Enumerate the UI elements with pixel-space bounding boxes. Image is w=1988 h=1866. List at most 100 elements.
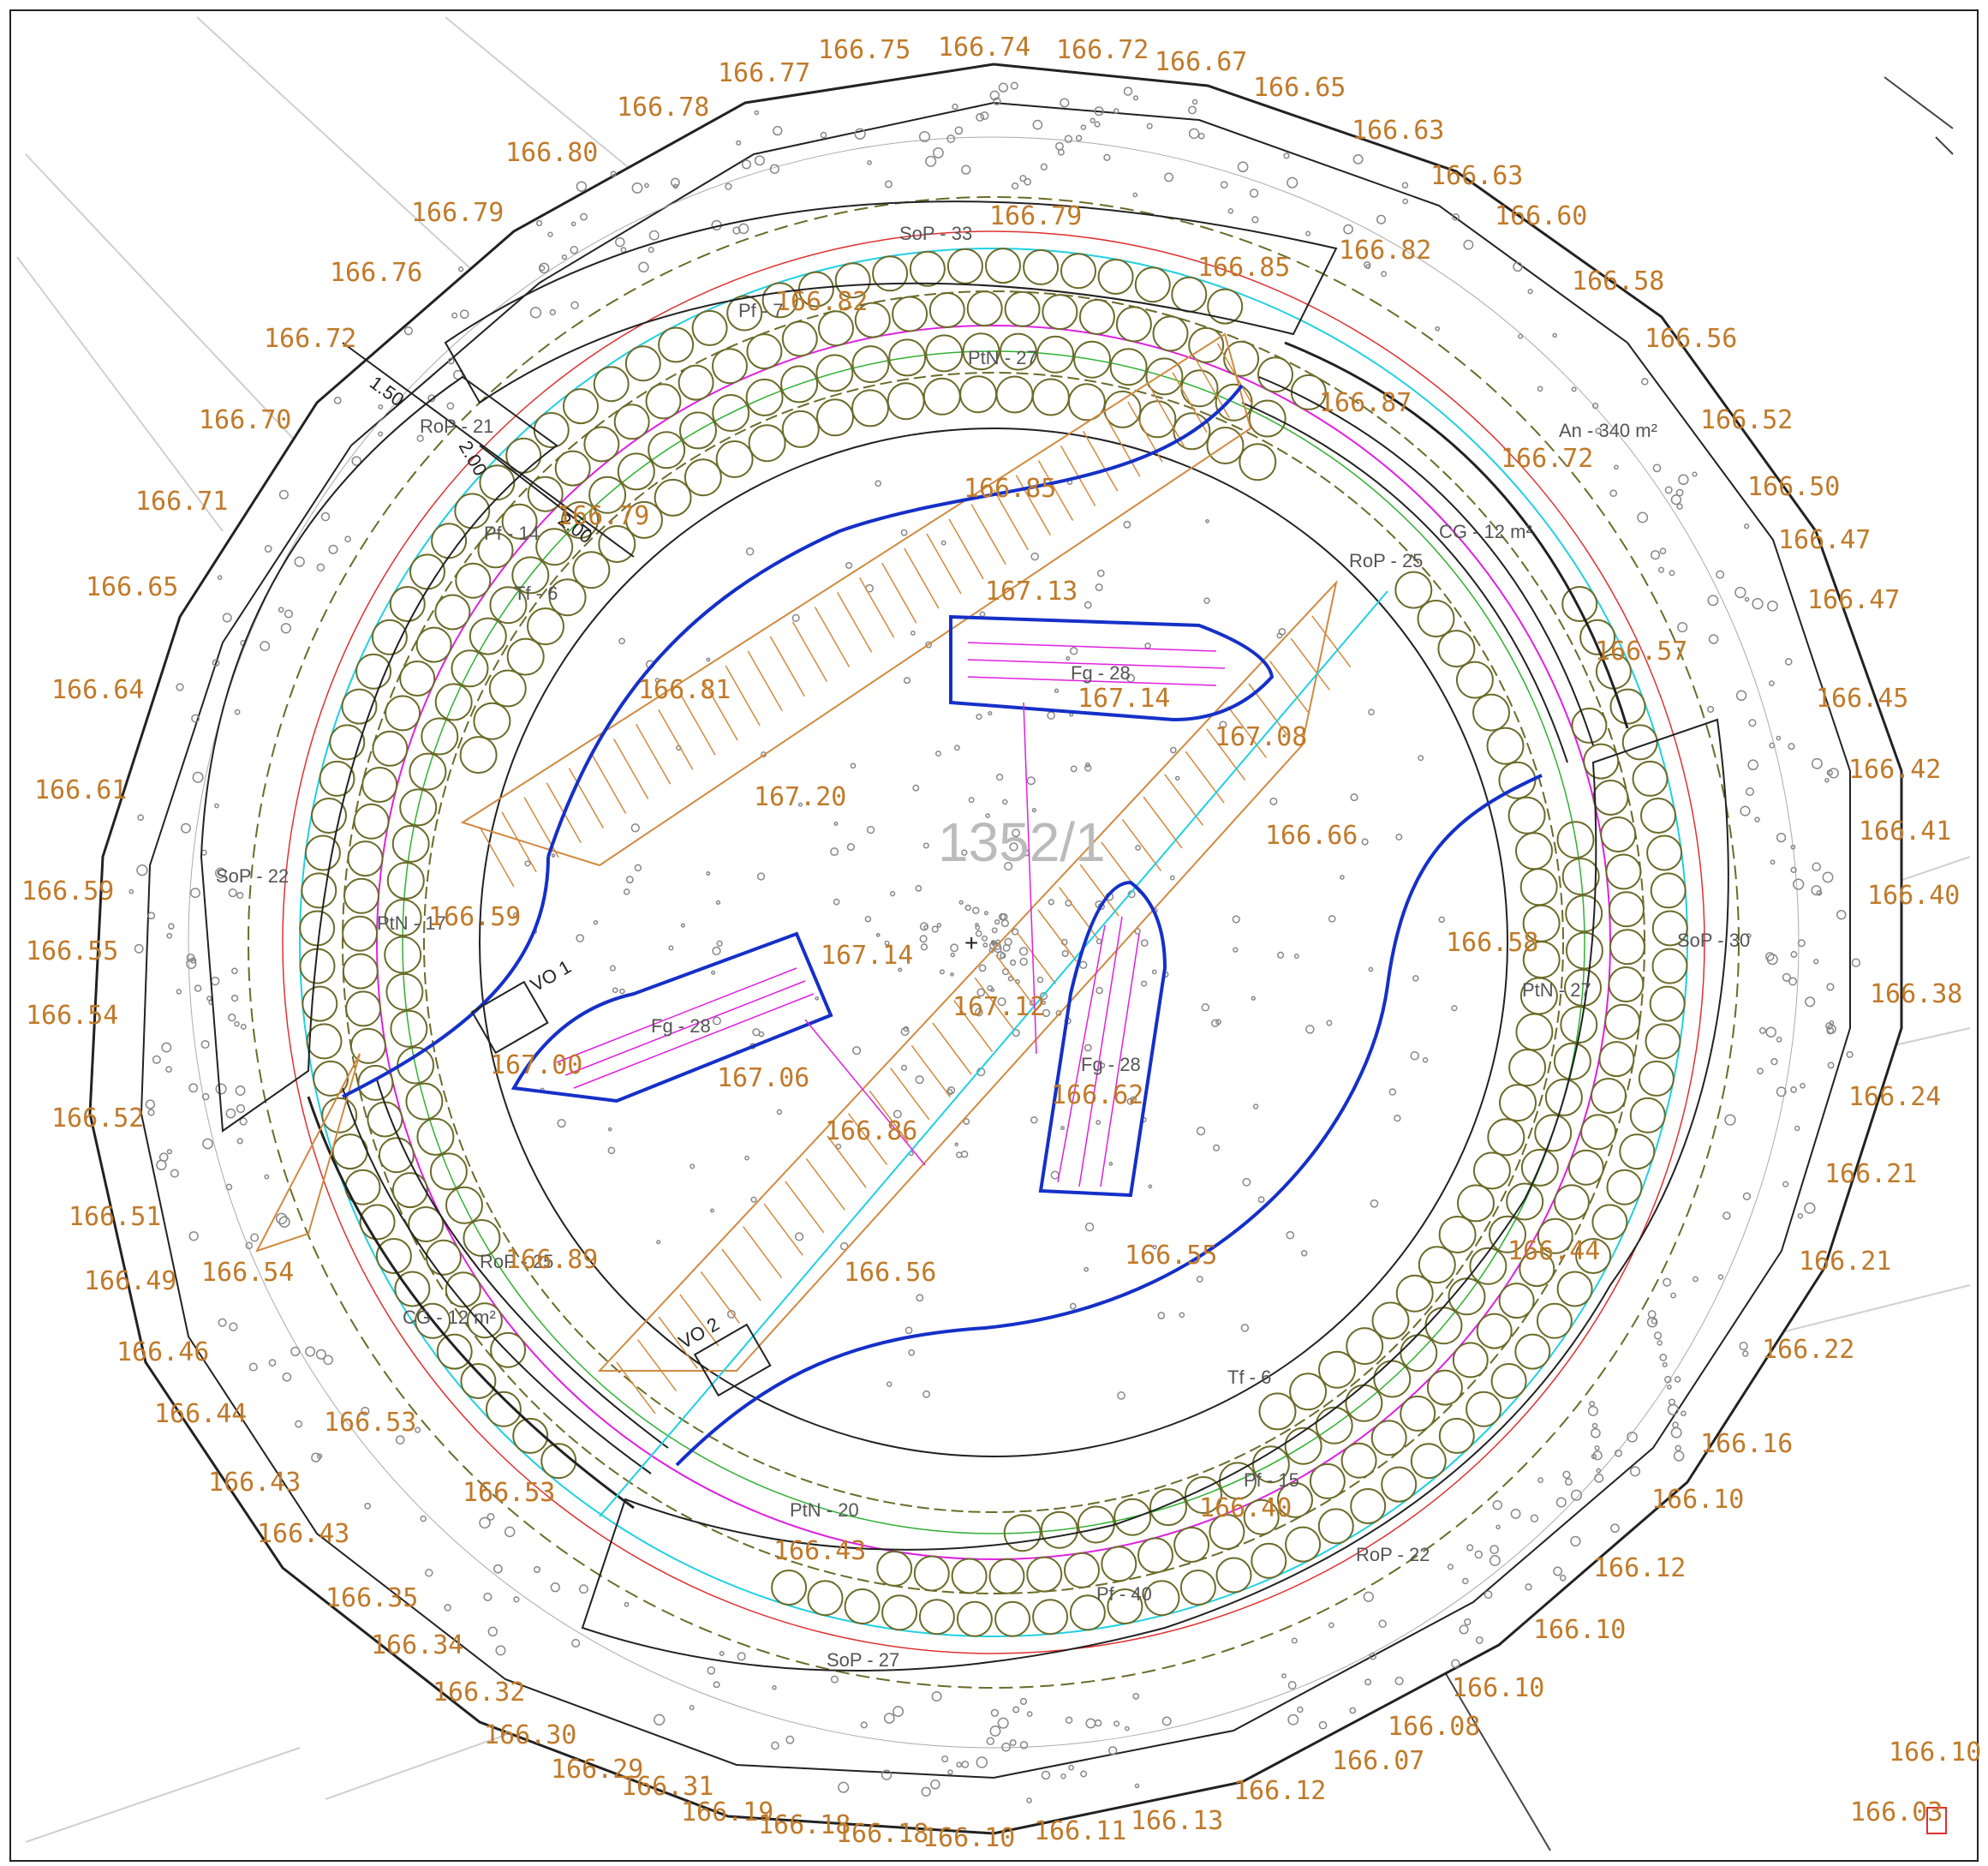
- plant-label: RoP - 22: [1356, 1544, 1430, 1565]
- elevation-label: 166.08: [1388, 1712, 1480, 1742]
- elevation-label: 166.10: [1651, 1485, 1744, 1515]
- elevation-label: 166.18: [836, 1819, 928, 1849]
- elevation-label: 166.49: [84, 1266, 176, 1296]
- elevation-label: 166.41: [1859, 816, 1951, 846]
- plant-label: SoP - 22: [216, 865, 289, 887]
- elevation-label: 166.75: [818, 35, 910, 65]
- elevation-label: 167.12: [952, 992, 1045, 1022]
- elevation-label: 166.59: [428, 902, 521, 932]
- elevation-label: 166.72: [1501, 444, 1593, 474]
- parcel-number: 1352/1: [938, 811, 1106, 873]
- elevation-label: 166.57: [1595, 637, 1687, 667]
- elevation-label: 166.77: [718, 58, 810, 88]
- elevation-label: 166.13: [1131, 1806, 1223, 1836]
- elevation-label: 167.08: [1215, 722, 1307, 752]
- elevation-label: 166.16: [1700, 1429, 1793, 1459]
- plant-label: Tf - 6: [514, 583, 558, 604]
- elevation-label: 166.03: [1850, 1797, 1943, 1827]
- elevation-label: 166.10: [1452, 1673, 1544, 1703]
- plant-label: SoP - 27: [827, 1649, 899, 1671]
- plant-label: Pf - 14: [484, 523, 540, 544]
- elevation-label: 166.34: [371, 1630, 463, 1660]
- elevation-label: 166.52: [1700, 405, 1793, 435]
- elevation-label: 166.31: [621, 1772, 713, 1802]
- elevation-label: 166.12: [1233, 1776, 1326, 1806]
- elevation-label: 166.43: [773, 1536, 866, 1566]
- elevation-label: 166.63: [1430, 161, 1523, 191]
- elevation-label: 166.87: [1319, 388, 1412, 418]
- elevation-label: 166.21: [1824, 1159, 1917, 1189]
- plant-label: SoP - 33: [899, 223, 972, 244]
- elevation-label: 166.43: [208, 1468, 301, 1498]
- elevation-label: 166.07: [1332, 1746, 1424, 1776]
- elevation-label: 166.79: [411, 198, 504, 228]
- elevation-label: 166.53: [463, 1478, 555, 1508]
- elevation-label: 166.50: [1747, 472, 1840, 502]
- elevation-label: 167.06: [717, 1063, 809, 1093]
- elevation-label: 166.44: [154, 1399, 247, 1429]
- elevation-label: 166.35: [325, 1583, 418, 1613]
- elevation-label: 166.43: [257, 1519, 349, 1549]
- elevation-label: 166.66: [1265, 821, 1358, 851]
- elevation-label: 166.44: [1507, 1236, 1600, 1266]
- elevation-label: 166.89: [505, 1245, 598, 1275]
- elevation-label: 166.24: [1848, 1082, 1941, 1112]
- elevation-label: 166.61: [34, 775, 127, 805]
- elevation-label: 166.85: [964, 474, 1056, 504]
- elevation-label: 166.19: [681, 1797, 773, 1827]
- elevation-label: 167.20: [754, 782, 846, 812]
- elevation-label: 166.72: [1056, 35, 1149, 65]
- elevation-label: 166.82: [1339, 236, 1431, 266]
- elevation-label: 166.72: [264, 324, 356, 354]
- elevation-label: 166.60: [1495, 201, 1587, 231]
- elevation-label: 166.40: [1199, 1493, 1292, 1523]
- elevation-label: 166.47: [1807, 585, 1900, 615]
- elevation-label: 166.79: [557, 501, 649, 531]
- elevation-label: 166.70: [199, 405, 291, 435]
- elevation-label: 166.71: [135, 487, 228, 517]
- plant-label: Pf - 40: [1096, 1583, 1152, 1605]
- elevation-label: 166.58: [1572, 266, 1664, 296]
- elevation-label: 166.76: [330, 258, 422, 288]
- elevation-label: 166.62: [1051, 1080, 1143, 1110]
- elevation-label: 166.53: [324, 1408, 416, 1438]
- elevation-label: 166.22: [1762, 1335, 1854, 1365]
- elevation-label: 166.67: [1155, 47, 1247, 77]
- elevation-label: 166.51: [69, 1202, 161, 1232]
- plant-label: SoP - 30: [1677, 930, 1750, 951]
- elevation-label: 166.59: [21, 876, 114, 906]
- plant-label: RoP - 21: [420, 416, 493, 437]
- plant-label: CG - 12 m²: [1439, 521, 1532, 542]
- elevation-label: 166.45: [1816, 684, 1908, 714]
- elevation-label: 166.40: [1867, 881, 1960, 911]
- elevation-label: 166.52: [51, 1103, 144, 1133]
- elevation-label: 166.65: [1253, 73, 1346, 103]
- elevation-label: 166.82: [775, 287, 868, 317]
- plant-label: Tf - 6: [1227, 1367, 1271, 1388]
- elevation-label: 166.29: [551, 1755, 643, 1785]
- elevation-label: 166.53: [463, 1478, 555, 1508]
- plant-label: Pf - 7: [738, 300, 784, 321]
- elevation-label: 166.12: [1593, 1553, 1686, 1583]
- elevation-label: 166.74: [938, 33, 1030, 63]
- elevation-label: 166.42: [1848, 755, 1941, 785]
- elevation-label: 166.11: [1034, 1816, 1126, 1846]
- elevation-label: 166.10: [922, 1823, 1015, 1853]
- elevation-label: 166.63: [1352, 116, 1444, 146]
- elevation-label: 166.55: [1125, 1241, 1217, 1271]
- plant-label: PtN - 17: [377, 912, 446, 934]
- elevation-label: 166.47: [1778, 525, 1871, 555]
- plant-label: An - 340 m²: [1559, 420, 1657, 441]
- elevation-label: 166.18: [758, 1810, 851, 1840]
- elevation-label: 166.64: [51, 675, 144, 705]
- plant-label: PtN - 27: [1522, 979, 1591, 1001]
- elevation-label: 167.14: [1078, 684, 1170, 714]
- elevation-label: 166.10: [1533, 1615, 1626, 1645]
- elevation-label: 166.32: [433, 1678, 525, 1708]
- bed-label: Fg - 28: [651, 1015, 711, 1037]
- elevation-label: 166.56: [1645, 324, 1737, 354]
- map-cross-icon: +: [964, 930, 978, 956]
- elevation-label: 166.85: [1197, 253, 1290, 283]
- elevation-label: 166.86: [825, 1116, 917, 1146]
- bed-label: Fg - 28: [1081, 1054, 1141, 1075]
